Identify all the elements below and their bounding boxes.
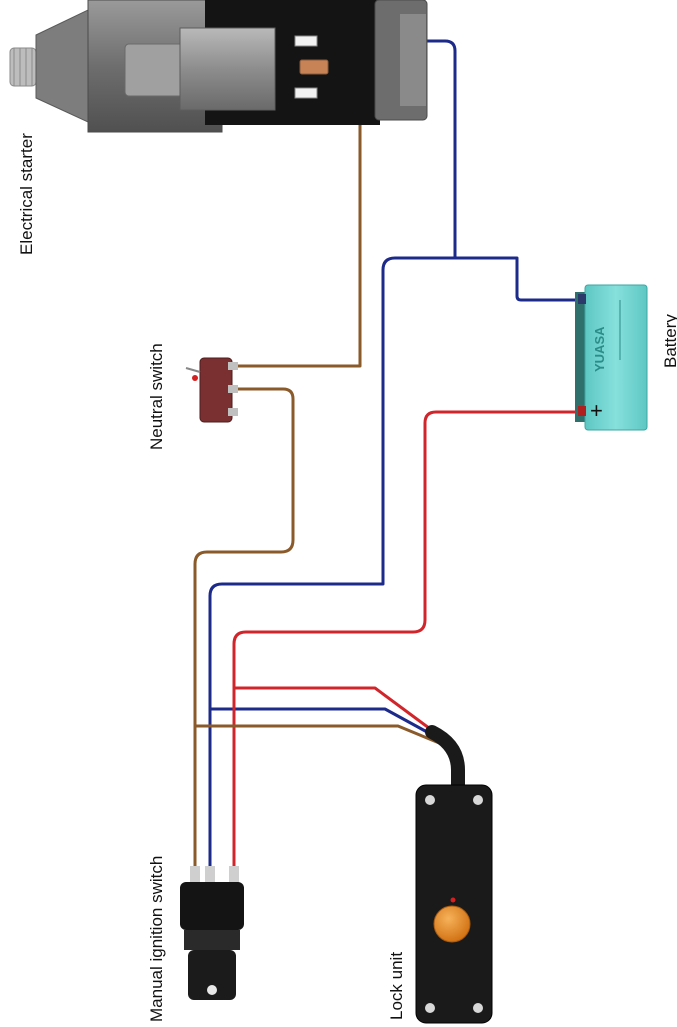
- blue-wire-starter: [316, 39, 457, 260]
- red-wire-battery: [232, 410, 584, 874]
- battery: YUASA +: [575, 284, 648, 431]
- lock-screw: [473, 795, 483, 805]
- lock-screw: [425, 1003, 435, 1013]
- lock-screw: [473, 1003, 483, 1013]
- starter-end-plate: [400, 14, 426, 106]
- blue-wire-battery: [453, 256, 584, 302]
- label-neutral-switch: Neutral switch: [147, 343, 166, 450]
- lock-unit-body: [415, 784, 493, 1024]
- label-manual-ignition-switch: Manual ignition switch: [147, 856, 166, 1022]
- starter-nose: [35, 9, 89, 123]
- neutral-terminal-c: [228, 408, 238, 416]
- brown-wire-starter: [235, 90, 362, 368]
- ignition-body: [180, 882, 244, 930]
- neutral-terminal-b: [228, 385, 238, 393]
- label-electrical-starter: Electrical starter: [17, 133, 36, 255]
- lock-unit: [415, 725, 493, 1024]
- lock-cable-sleeve: [425, 725, 465, 797]
- ignition-barrel: [188, 950, 236, 1000]
- manual-ignition-switch: [180, 866, 244, 1000]
- electrical-starter: [9, 0, 428, 133]
- ignition-keyhole: [207, 985, 217, 995]
- blue-wire-lock: [208, 707, 440, 740]
- lock-screw: [425, 795, 435, 805]
- ignition-pin-brown: [190, 866, 200, 884]
- blue-wire-ignition: [208, 256, 457, 874]
- battery-lid: [575, 292, 587, 422]
- solenoid-plunger: [124, 43, 184, 97]
- ignition-nut: [184, 930, 240, 950]
- label-battery: Battery: [661, 314, 677, 368]
- neutral-switch: [185, 357, 238, 423]
- lock-status-led: [450, 897, 456, 903]
- battery-plus-sign: +: [590, 398, 603, 423]
- neutral-switch-actuator: [192, 375, 198, 381]
- solenoid-coil: [179, 27, 276, 111]
- brown-wire-lock: [193, 724, 446, 747]
- starter-copper-contact: [299, 59, 329, 75]
- battery-positive-terminal: [578, 406, 586, 416]
- label-lock-unit: Lock unit: [387, 952, 406, 1020]
- brown-wire-neutral: [193, 387, 295, 874]
- starter-terminal-bottom: [294, 87, 318, 99]
- ignition-pin-red: [229, 866, 239, 884]
- neutral-terminal-a: [228, 362, 238, 370]
- neutral-switch-body: [199, 357, 233, 423]
- lock-button: [433, 905, 471, 943]
- battery-negative-terminal: [578, 294, 586, 304]
- battery-brand: YUASA: [592, 326, 607, 372]
- ignition-pin-blue: [205, 866, 215, 884]
- neutral-switch-lever: [185, 367, 201, 373]
- battery-body: [584, 284, 648, 431]
- red-wire-lock: [232, 686, 435, 733]
- starter-terminal-top: [294, 35, 318, 47]
